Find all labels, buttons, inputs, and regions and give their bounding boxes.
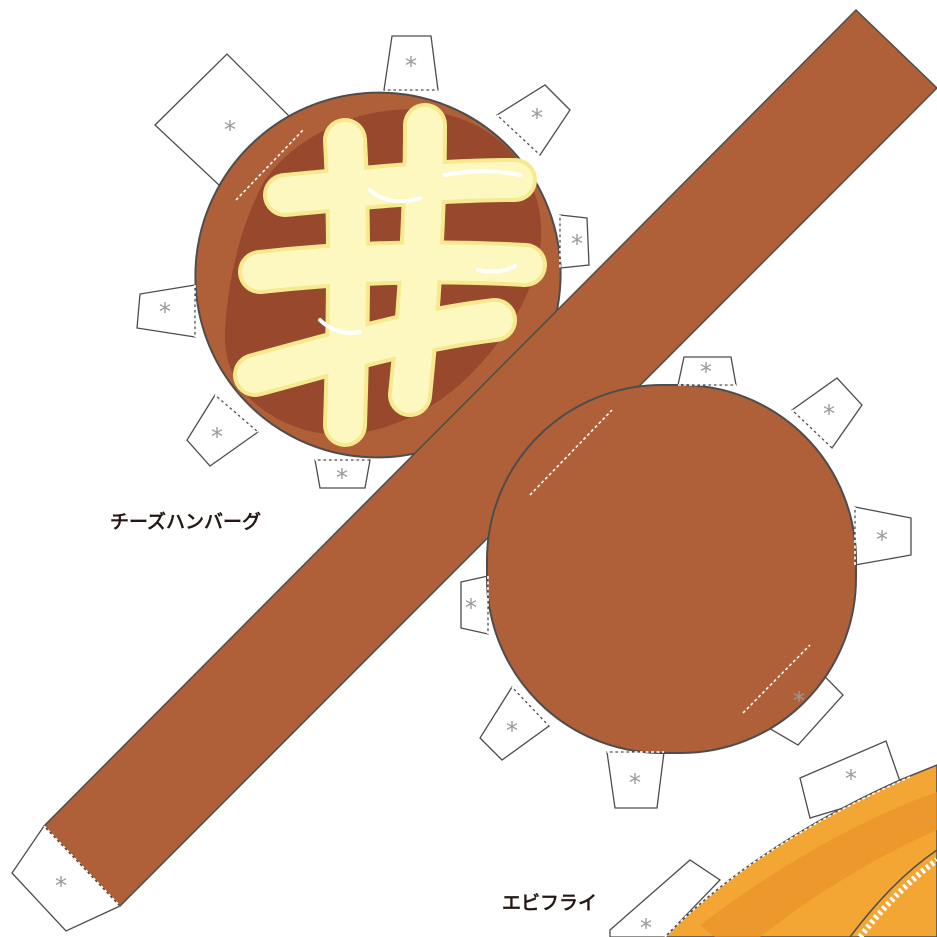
glue-tab: [314, 459, 371, 489]
fold-line: [511, 686, 550, 727]
batter-edge-stripe: [857, 857, 937, 937]
melted-cheese: [233, 103, 547, 447]
fold-line: [214, 394, 259, 433]
asterisk-icon: *: [336, 464, 348, 492]
glue-tab-marks: * * * * * * * * * * * * * * * * *: [55, 52, 888, 937]
fold-line: [742, 644, 811, 714]
fold-line: [791, 409, 833, 449]
fold-line: [43, 825, 121, 907]
ebi-fry-piece: [609, 740, 937, 937]
asterisk-icon: *: [506, 717, 518, 745]
hamburger-label: チーズハンバーグ: [110, 511, 262, 533]
ebi-fry-label: エビフライ: [502, 892, 598, 914]
fried-batter: [663, 764, 937, 937]
asterisk-icon: *: [640, 914, 652, 937]
asterisk-icon: *: [793, 687, 805, 715]
asterisk-icon: *: [55, 872, 67, 900]
asterisk-icon: *: [876, 526, 888, 554]
asterisk-icon: *: [531, 104, 543, 132]
patty-bottom: [486, 384, 857, 754]
fold-line: [496, 114, 541, 156]
glue-tab: [790, 377, 863, 449]
hamburger-top-piece: [194, 89, 562, 461]
asterisk-icon: *: [700, 358, 712, 386]
asterisk-icon: *: [465, 594, 477, 622]
batter-texture: [700, 792, 937, 937]
batter-edge-outline: [849, 849, 937, 937]
asterisk-icon: *: [405, 52, 417, 80]
fold-line: [664, 776, 911, 937]
asterisk-icon: *: [629, 769, 641, 797]
asterisk-icon: *: [845, 765, 857, 793]
asterisk-icon: *: [571, 230, 583, 258]
hamburger-bottom-piece: [486, 384, 857, 754]
glue-tab: [609, 859, 722, 937]
glue-tab: [186, 394, 260, 467]
asterisk-icon: *: [159, 298, 171, 326]
asterisk-icon: *: [211, 423, 223, 451]
hamburger-side-band: [11, 8, 937, 932]
asterisk-icon: *: [823, 400, 835, 428]
asterisk-icon: *: [224, 116, 236, 144]
